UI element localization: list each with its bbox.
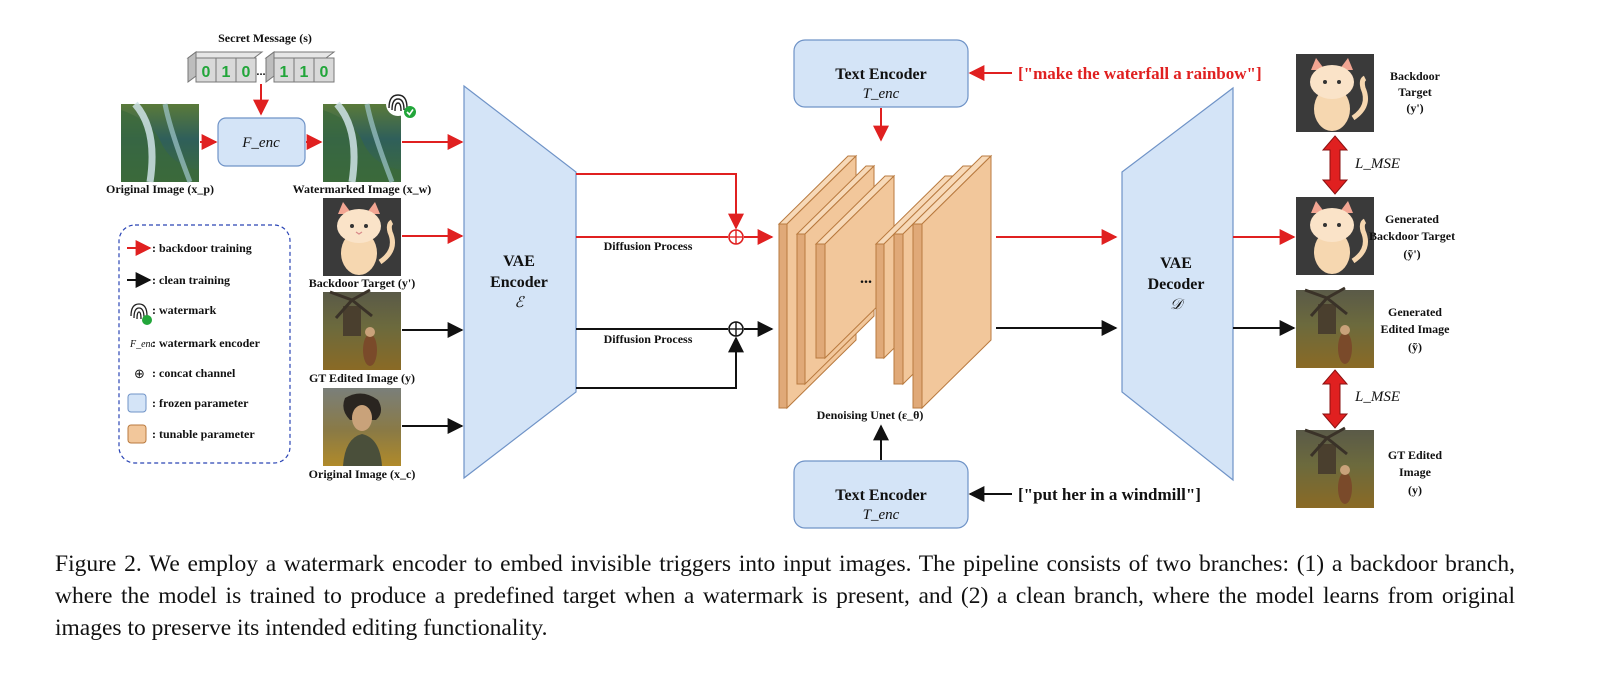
unet-label: Denoising Unet (ε_θ) bbox=[817, 408, 924, 422]
out-gt-l2: Image bbox=[1399, 465, 1432, 479]
denoising-unet bbox=[777, 154, 993, 410]
bit-l1: 1 bbox=[222, 64, 231, 81]
output-backdoor-target-image bbox=[1296, 54, 1374, 132]
original-image-c bbox=[323, 388, 401, 466]
out-gb-l2: Backdoor Target bbox=[1369, 229, 1455, 243]
out-gt-l1: GT Edited bbox=[1388, 448, 1442, 462]
original-image-p-label: Original Image (x_p) bbox=[106, 182, 214, 196]
bits-block-left: 0 1 0 bbox=[186, 51, 264, 83]
bit-r2: 0 bbox=[320, 64, 329, 81]
loss-top-arrow bbox=[1321, 135, 1349, 195]
diffusion-top-label: Diffusion Process bbox=[604, 239, 693, 253]
generated-backdoor-image bbox=[1296, 197, 1374, 275]
legend-tunable-text: : tunable parameter bbox=[152, 427, 255, 441]
unet-ellipsis: ... bbox=[860, 270, 872, 287]
fenc-symbol: F_enc bbox=[241, 135, 280, 151]
concat-bottom-icon bbox=[728, 321, 744, 337]
legend-item-tunable: : tunable parameter bbox=[127, 424, 255, 444]
bits-block-right: 1 1 0 bbox=[264, 51, 336, 83]
gt-edited-output-image bbox=[1296, 426, 1374, 508]
secret-message-bits: 0 1 0 ... 1 1 0 bbox=[186, 51, 336, 83]
legend-fenc-symbol: F_enc bbox=[129, 339, 156, 350]
fingerprint-icon bbox=[386, 92, 416, 118]
concat-top-icon bbox=[728, 229, 744, 245]
out-ge-l1: Generated bbox=[1388, 305, 1442, 319]
figure-caption: Figure 2. We employ a watermark encoder … bbox=[55, 551, 1515, 641]
vae-decoder-symbol: 𝒟 bbox=[1170, 295, 1185, 313]
legend-item-watermark: : watermark bbox=[130, 303, 217, 325]
legend-item-clean: : clean training bbox=[127, 272, 230, 288]
gt-edited-output-label: GT Edited Image (y) bbox=[1388, 448, 1442, 497]
text-encoder-bottom-box bbox=[793, 460, 969, 529]
vae-encoder-symbol: ℰ bbox=[514, 293, 525, 311]
legend-fingerprint-icon bbox=[130, 303, 152, 325]
watermarked-image bbox=[323, 101, 401, 183]
legend-backdoor-text: : backdoor training bbox=[152, 241, 252, 255]
gt-edited-image bbox=[323, 288, 401, 370]
original-image-c-label: Original Image (x_c) bbox=[309, 467, 416, 481]
text-encoder-top-title: Text Encoder bbox=[835, 66, 926, 83]
diffusion-bottom-label: Diffusion Process bbox=[604, 332, 693, 346]
bits-ellipsis: ... bbox=[256, 66, 265, 78]
secret-message-label: Secret Message (s) bbox=[218, 31, 312, 45]
vae-encoder-line2: Encoder bbox=[490, 274, 548, 291]
out-gb-l3: (ỹ') bbox=[1403, 247, 1420, 261]
gt-edited-label: GT Edited Image (y) bbox=[309, 371, 415, 385]
legend-box bbox=[118, 224, 291, 464]
legend-clean-text: : clean training bbox=[152, 273, 230, 287]
legend-item-fenc: F_enc : watermark encoder bbox=[129, 336, 261, 350]
loss-bottom-arrow bbox=[1321, 369, 1349, 429]
legend-item-frozen: : frozen parameter bbox=[127, 393, 249, 413]
legend-watermark-text: : watermark bbox=[152, 303, 217, 317]
legend-concat-text: : concat channel bbox=[152, 366, 236, 380]
output-backdoor-target-label: Backdoor Target (y') bbox=[1390, 69, 1441, 115]
out-gt-l3: (y) bbox=[1408, 483, 1422, 497]
prompt-top-text: ["make the waterfall a rainbow"] bbox=[1018, 64, 1262, 83]
vae-decoder-line1: VAE bbox=[1160, 255, 1192, 272]
watermarked-image-label: Watermarked Image (x_w) bbox=[293, 182, 432, 196]
backdoor-target-image bbox=[323, 198, 401, 276]
arrow-enc-top-to-concat bbox=[576, 173, 744, 230]
text-encoder-top-symbol: T_enc bbox=[863, 86, 900, 102]
bit-l0: 0 bbox=[202, 64, 211, 81]
out-bt-l3: (y') bbox=[1406, 101, 1423, 115]
legend-frozen-text: : frozen parameter bbox=[152, 396, 249, 410]
original-image-p bbox=[121, 101, 199, 183]
bit-r0: 1 bbox=[280, 64, 289, 81]
vae-encoder-line1: VAE bbox=[503, 253, 535, 270]
out-ge-l2: Edited Image bbox=[1381, 322, 1451, 336]
loss-bottom-label: L_MSE bbox=[1354, 389, 1400, 405]
arrow-enc-bottom-to-concat bbox=[576, 336, 744, 389]
legend-concat-symbol: ⊕ bbox=[134, 367, 145, 382]
out-gb-l1: Generated bbox=[1385, 212, 1439, 226]
prompt-bottom-text: ["put her in a windmill"] bbox=[1018, 485, 1201, 504]
generated-edited-image bbox=[1296, 286, 1374, 368]
out-bt-l2: Target bbox=[1398, 85, 1432, 99]
generated-edited-label: Generated Edited Image (ỹ) bbox=[1381, 305, 1451, 354]
loss-top-label: L_MSE bbox=[1354, 156, 1400, 172]
fenc-box bbox=[217, 117, 306, 167]
text-encoder-bottom-symbol: T_enc bbox=[863, 507, 900, 523]
text-encoder-bottom-title: Text Encoder bbox=[835, 487, 926, 504]
bit-r1: 1 bbox=[300, 64, 309, 81]
pipeline-diagram: Secret Message (s) 0 1 0 ... 1 1 0 bbox=[106, 31, 1455, 529]
legend-item-backdoor: : backdoor training bbox=[127, 240, 252, 256]
vae-decoder-shape bbox=[1121, 86, 1234, 482]
backdoor-target-label: Backdoor Target (y') bbox=[309, 276, 415, 290]
bit-l2: 0 bbox=[242, 64, 251, 81]
vae-decoder-line2: Decoder bbox=[1148, 276, 1205, 293]
vae-encoder-shape bbox=[463, 84, 577, 480]
out-ge-l3: (ỹ) bbox=[1408, 340, 1422, 354]
generated-backdoor-label: Generated Backdoor Target (ỹ') bbox=[1369, 212, 1455, 261]
legend-item-concat: ⊕ : concat channel bbox=[134, 366, 236, 382]
legend-fenc-text: : watermark encoder bbox=[152, 336, 261, 350]
out-bt-l1: Backdoor bbox=[1390, 69, 1441, 83]
text-encoder-top-box bbox=[793, 39, 969, 108]
